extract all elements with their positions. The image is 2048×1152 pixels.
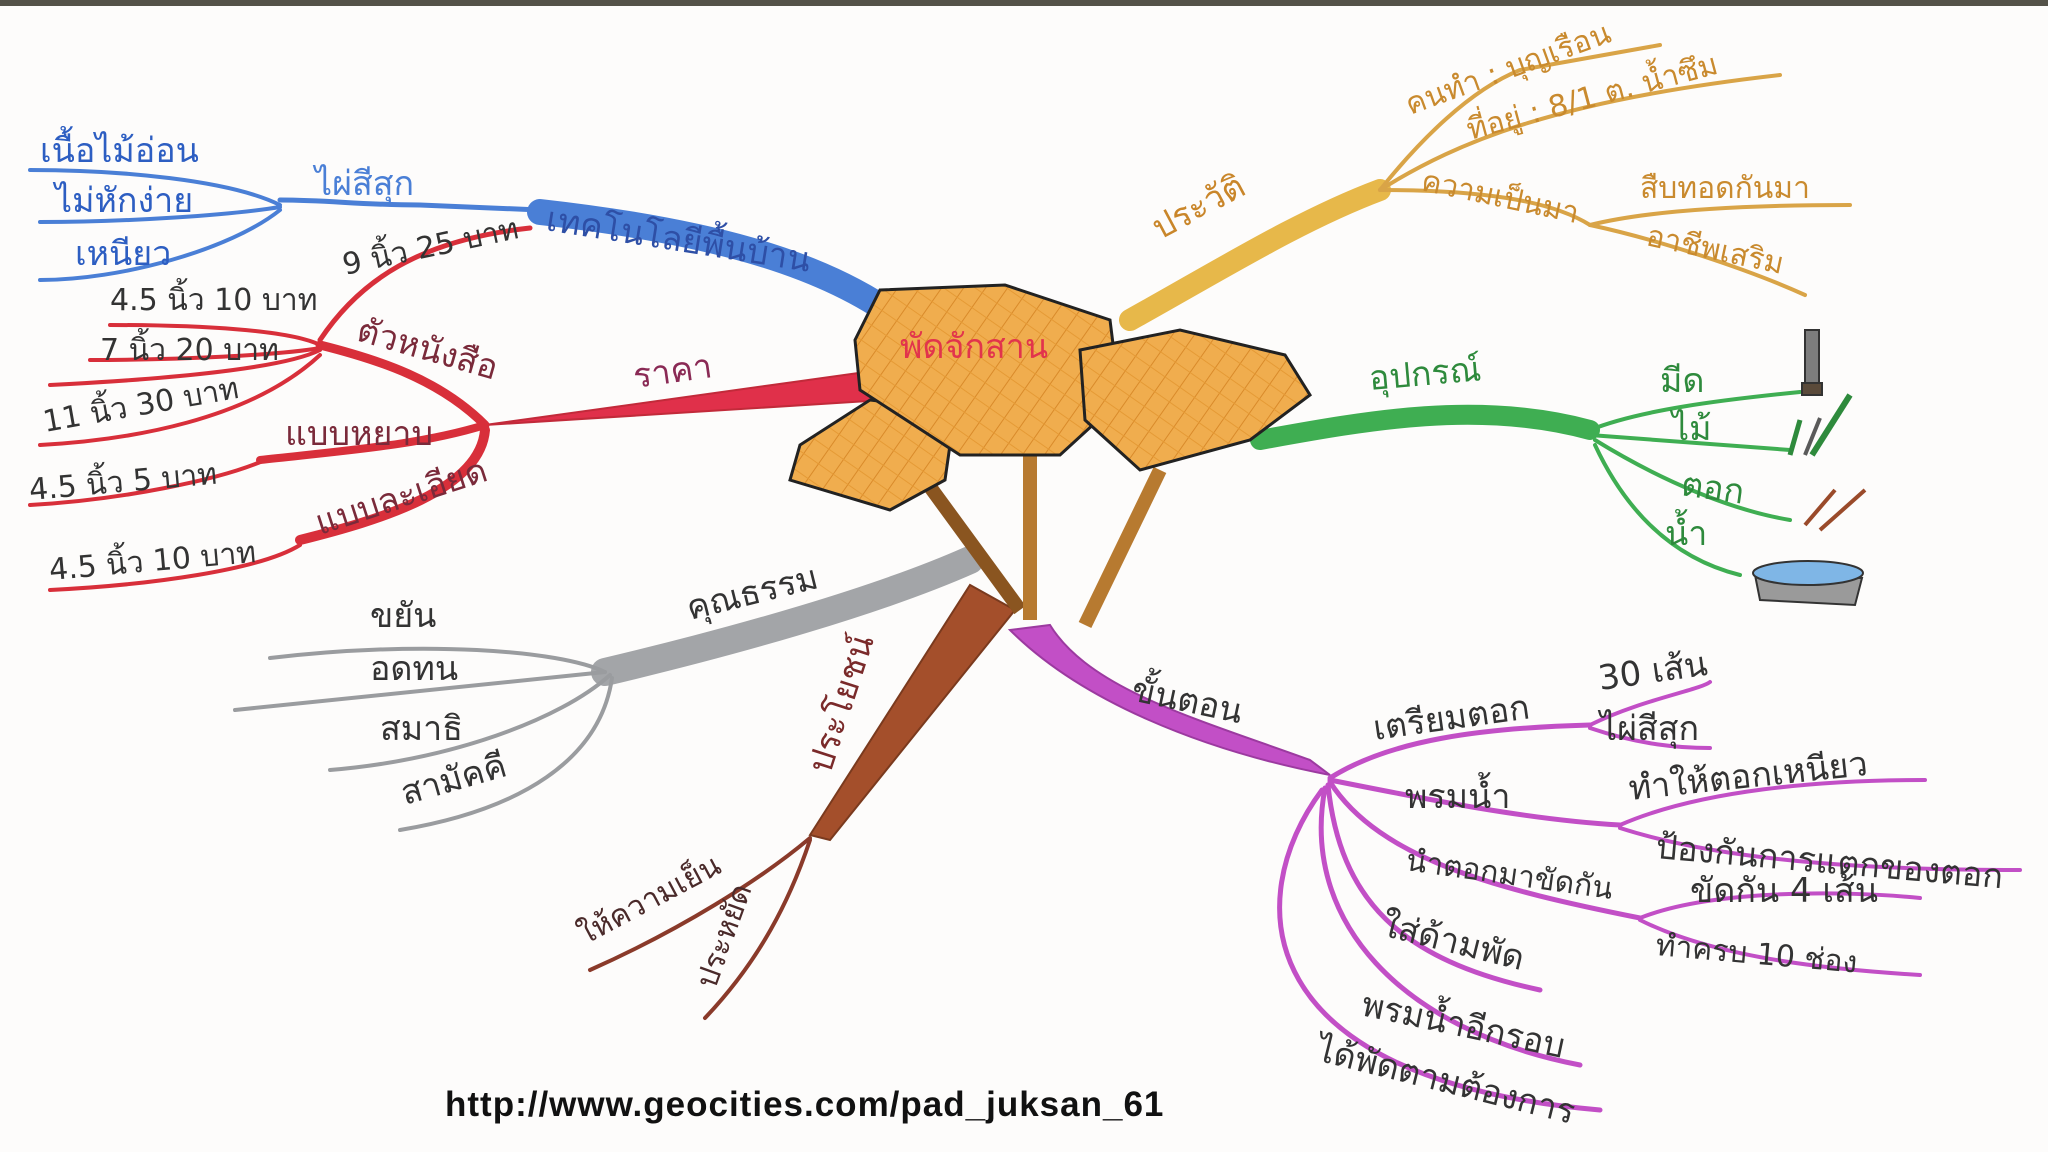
bamboo-strips-icon [1803, 488, 1867, 532]
book-price-4: 11 นิ้ว 30 บาท [39, 366, 241, 440]
book-price-2: 4.5 นิ้ว 10 บาท [110, 278, 318, 318]
book-price-1: 9 นิ้ว 25 บาท [338, 207, 521, 283]
benefit-item-1: ให้ความเย็น [571, 846, 726, 952]
ethics-item-2: อดทน [370, 649, 458, 689]
equipment-item-2: ไม้ [1669, 409, 1712, 449]
fine-price: 4.5 นิ้ว 10 บาท [47, 530, 257, 588]
step-prepare: เตรียมตอก [1371, 687, 1532, 749]
equipment-label: อุปกรณ์ [1367, 349, 1482, 399]
material-label: ไผ่สีสุก [312, 164, 414, 204]
main-branches [484, 179, 1600, 842]
branch-technology [527, 199, 913, 333]
material-prop-1: เนื้อไม้อ่อน [40, 126, 199, 171]
benefit-item-2: ประหยัด [690, 879, 760, 993]
branch-ethics [591, 546, 984, 686]
center-label: พัดจักสาน [900, 327, 1048, 367]
book-price-3: 7 นิ้ว 20 บาท [100, 328, 279, 368]
step-weave: นำตอกมาขัดกัน [1404, 843, 1615, 907]
equipment-item-1: มีด [1660, 361, 1705, 401]
technology-label: เทคโนโลยีพื้นบ้าน [544, 194, 815, 280]
equipment-item-3: ตอก [1679, 464, 1747, 512]
wood-icon [1787, 393, 1853, 457]
history-label: ประวัติ [1145, 166, 1251, 248]
steps-group: ขั้นตอน เตรียมตอก 30 เส้น ไผ่สีสุก พรมน้… [1128, 644, 2022, 1133]
fan-left [788, 398, 957, 512]
knife-icon [1801, 329, 1823, 396]
step-spray-item-1: ทำให้ตอกเหนียว [1627, 744, 1870, 809]
branch-history [1119, 179, 1391, 331]
equipment-group: อุปกรณ์ มีด ไม้ ตอก น้ำ [1367, 329, 1867, 607]
step-weave-item-1: ขัดกัน 4 เส้น [1690, 871, 1878, 911]
branch-equipment [1250, 404, 1600, 450]
step-spray: พรมน้ำ [1405, 772, 1510, 817]
material-prop-2: ไม่หักง่าย [52, 181, 193, 221]
coarse-price: 4.5 นิ้ว 5 บาท [27, 452, 218, 508]
step-weave-item-2: ทำครบ 10 ช่อง [1654, 928, 1858, 980]
fan-main [853, 283, 1122, 457]
origin-item-1: สืบทอดกันมา [1640, 171, 1810, 206]
fan-right [1078, 328, 1313, 472]
step-prepare-item-2: ไผ่สีสุก [1597, 709, 1699, 749]
top-border [0, 0, 2048, 6]
book-type-label: ตัวหนังสือ [353, 310, 503, 388]
branch-steps [1007, 623, 1331, 776]
coarse-type-label: แบบหยาบ [285, 414, 433, 454]
origin-label: ความเป็นมา [1418, 162, 1582, 231]
center-fans [788, 283, 1313, 629]
ethics-item-3: สมาธิ [380, 709, 463, 749]
fine-type-label: แบบละเอียด [310, 450, 492, 543]
ethics-group: คุณธรรม ขยัน อดทน สมาธิ สามัคคี [233, 558, 822, 832]
material-prop-3: เหนียว [75, 234, 171, 274]
equipment-item-4: น้ำ [1665, 509, 1707, 554]
price-label: ราคา [631, 346, 715, 397]
source-url: http://www.geocities.com/pad_juksan_61 [445, 1085, 1165, 1124]
step-handle: ใส่ด้ามพัด [1378, 905, 1529, 979]
origin-item-2: อาชีพเสริม [1643, 219, 1787, 282]
ethics-item-1: ขยัน [370, 596, 436, 636]
water-basin-icon [1752, 560, 1864, 607]
